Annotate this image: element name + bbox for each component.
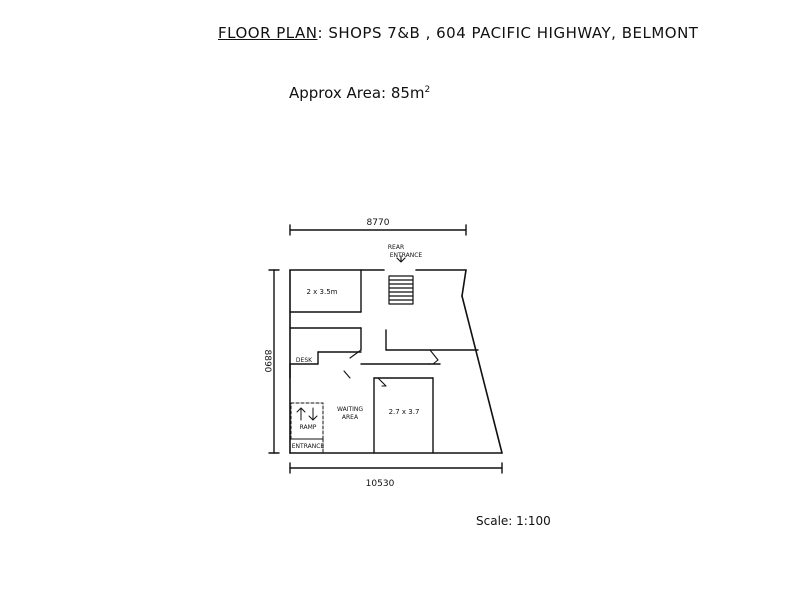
top-dimension-line (289, 224, 467, 236)
scale-label: Scale: 1:100 (476, 514, 551, 528)
title-separator: : (317, 24, 324, 42)
ramp-area (290, 402, 324, 454)
waiting-label-line1: WAITING (337, 406, 363, 413)
entrance-label: ENTRANCE (292, 443, 325, 450)
bottom-dimension-line (289, 462, 503, 474)
waiting-label-line2: AREA (342, 414, 359, 421)
area-superscript: 2 (424, 85, 431, 95)
top-width-label: 8770 (367, 218, 390, 228)
door-swings (343, 255, 439, 387)
rear-entrance-label-line2: ENTRANCE (390, 252, 423, 259)
ramp-label: RAMP (300, 424, 317, 431)
title-label: FLOOR PLAN (218, 24, 318, 42)
bottom-width-label: 10530 (366, 479, 395, 489)
left-dimension-line (268, 269, 280, 454)
height-label: 8890 (262, 350, 272, 373)
title-text: SHOPS 7&B , 604 PACIFIC HIGHWAY, BELMONT (328, 24, 699, 42)
page-title: FLOOR PLAN: SHOPS 7&B , 604 PACIFIC HIGH… (218, 24, 698, 42)
area-label: Approx Area: 85m (289, 84, 425, 102)
rear-entrance-stairs (388, 275, 414, 305)
outer-walls (289, 269, 503, 454)
approx-area: Approx Area: 85m2 (289, 84, 430, 102)
desk-label: DESK (296, 357, 313, 364)
room1-size-label: 2 x 3.5m (307, 288, 338, 296)
rear-entrance-label-line1: REAR (388, 244, 404, 251)
room2-size-label: 2.7 x 3.7 (389, 408, 420, 416)
interior-walls (289, 269, 479, 454)
